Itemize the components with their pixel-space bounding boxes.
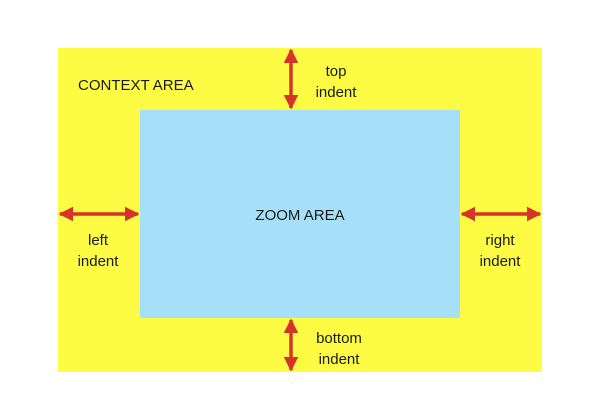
bottom-indent-label: bottom indent <box>306 328 372 370</box>
right-indent-label: right indent <box>472 230 528 272</box>
top-indent-label-line2: indent <box>315 84 357 101</box>
zoom-area-label: ZOOM AREA <box>255 207 345 224</box>
zoom-area <box>140 110 460 318</box>
right-indent-label-line1: right <box>485 232 515 249</box>
top-indent-label: top indent <box>308 61 364 103</box>
left-indent-label: left indent <box>74 230 122 272</box>
bottom-indent-label-line1: bottom <box>316 330 362 347</box>
bottom-indent-label-line2: indent <box>318 351 360 368</box>
left-indent-label-line1: left <box>87 232 108 249</box>
right-indent-label-line2: indent <box>479 253 521 270</box>
top-indent-label-line1: top <box>325 63 347 80</box>
left-indent-label-line2: indent <box>77 253 119 270</box>
context-area-label: CONTEXT AREA <box>78 77 194 94</box>
